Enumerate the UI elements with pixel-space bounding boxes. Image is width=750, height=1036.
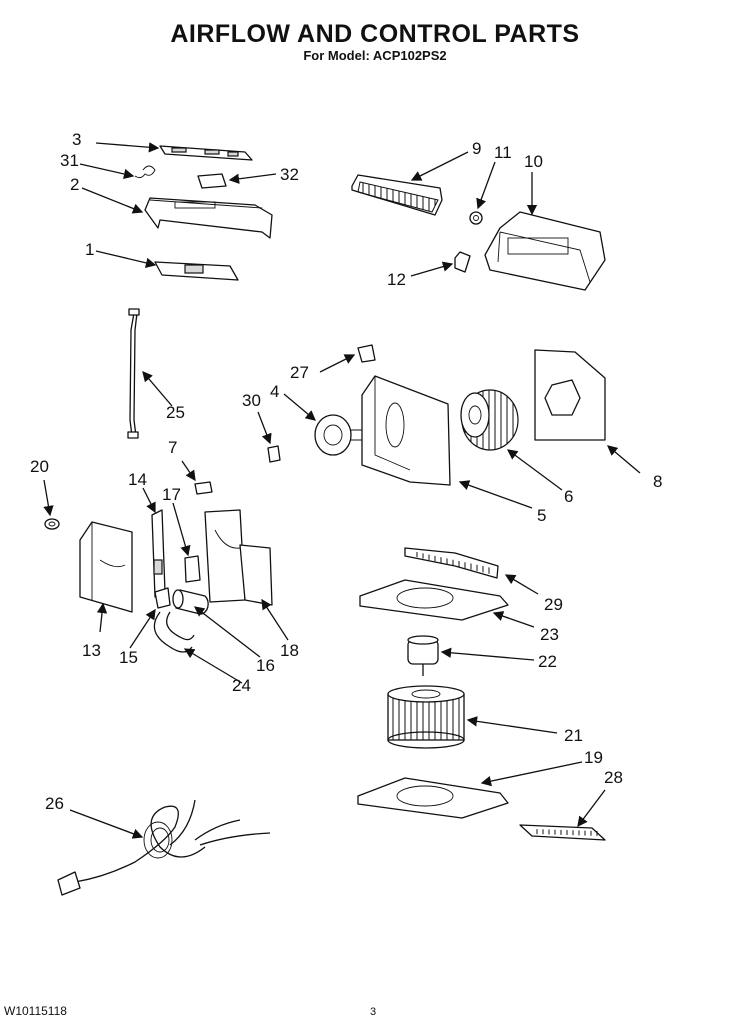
part-21-fan-wheel <box>387 685 465 749</box>
part-23-mounting-plate <box>359 579 509 621</box>
callout-1: 1 <box>85 240 94 259</box>
part-30-clip <box>267 445 281 463</box>
callout-3: 3 <box>72 130 81 149</box>
callout-4: 4 <box>270 382 279 401</box>
part-7-switch <box>194 481 213 495</box>
part-9-louver <box>351 174 443 216</box>
callout-5: 5 <box>537 506 546 525</box>
part-6-blower-wheel <box>460 389 519 451</box>
part-15-bracket <box>154 587 171 609</box>
part-11-gear <box>469 211 483 225</box>
page-title: AIRFLOW AND CONTROL PARTS <box>170 20 580 48</box>
callout-14: 14 <box>128 470 147 489</box>
part-18-chassis-bracket <box>204 509 273 606</box>
part-2-control-housing <box>144 197 273 239</box>
part-26-power-cord <box>57 799 271 896</box>
callout-7: 7 <box>168 438 177 457</box>
part-27-clip <box>357 344 376 363</box>
callout-23: 23 <box>540 625 559 644</box>
callout-8: 8 <box>653 472 662 491</box>
callout-labels: 3 31 2 32 1 9 11 10 12 27 4 30 25 8 6 5 … <box>30 130 662 813</box>
callout-32: 32 <box>280 165 299 184</box>
part-28-louver-strip <box>519 824 606 841</box>
page-number: 3 <box>370 1006 377 1018</box>
callout-20: 20 <box>30 457 49 476</box>
part-24-hose <box>153 611 195 653</box>
part-8-duct-panel <box>534 349 606 441</box>
part-12-bracket <box>454 251 471 273</box>
leader-lines <box>43 142 641 839</box>
callout-25: 25 <box>166 403 185 422</box>
part-29-filter <box>404 547 499 579</box>
part-25-wire-ribbon <box>127 308 140 439</box>
callout-29: 29 <box>544 595 563 614</box>
part-19-base-plate <box>357 777 509 819</box>
callout-30: 30 <box>242 391 261 410</box>
callout-15: 15 <box>119 648 138 667</box>
callout-17: 17 <box>162 485 181 504</box>
model-subtitle: For Model: ACP102PS2 <box>303 48 447 63</box>
callout-31: 31 <box>60 151 79 170</box>
part-4-motor <box>314 414 363 456</box>
callout-11: 11 <box>494 143 512 162</box>
part-5-blower-housing <box>361 375 451 486</box>
callout-2: 2 <box>70 175 79 194</box>
callout-12: 12 <box>387 270 406 289</box>
document-number: W10115118 <box>4 1004 67 1018</box>
callout-19: 19 <box>584 748 603 767</box>
callout-27: 27 <box>290 363 309 382</box>
part-32-button-pad <box>197 173 227 189</box>
part-31-clip <box>134 165 156 179</box>
callout-10: 10 <box>524 152 543 171</box>
part-10-outlet-housing <box>484 211 606 291</box>
callout-18: 18 <box>280 641 299 660</box>
part-17-relay <box>184 555 201 583</box>
part-3-control-cover <box>159 145 253 161</box>
callout-21: 21 <box>564 726 583 745</box>
callout-24: 24 <box>232 676 251 695</box>
part-14-control-board <box>151 509 166 598</box>
part-1-control-board <box>154 261 239 281</box>
part-16-capacitor <box>172 589 209 615</box>
callout-16: 16 <box>256 656 275 675</box>
callout-26: 26 <box>45 794 64 813</box>
callout-22: 22 <box>538 652 557 671</box>
callout-28: 28 <box>604 768 623 787</box>
callout-9: 9 <box>472 139 481 158</box>
callout-13: 13 <box>82 641 101 660</box>
part-13-cover-plate <box>79 521 133 613</box>
part-20-grommet <box>44 518 60 530</box>
callout-6: 6 <box>564 487 573 506</box>
part-22-fan-motor <box>407 635 439 676</box>
